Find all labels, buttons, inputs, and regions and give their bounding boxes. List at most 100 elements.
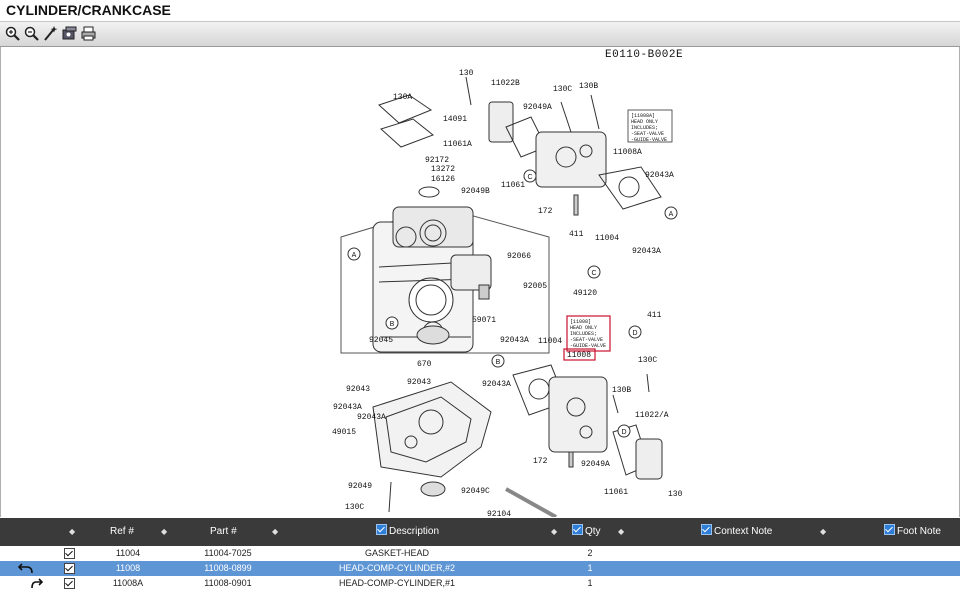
- callout-label[interactable]: 92045: [369, 336, 393, 345]
- undo-arrow-icon[interactable]: [18, 562, 34, 575]
- note-a-line: -GUIDE-VALVE: [631, 137, 667, 143]
- svg-text:C: C: [591, 270, 596, 277]
- svg-text:A: A: [352, 252, 357, 259]
- col-part[interactable]: Part #: [210, 526, 237, 537]
- callout-label[interactable]: 92066: [507, 252, 531, 261]
- callout-label[interactable]: 130: [459, 69, 474, 78]
- callout-label[interactable]: 130: [668, 490, 683, 499]
- callout-label[interactable]: 92049C: [461, 487, 490, 496]
- callout-label[interactable]: 130B: [579, 82, 598, 91]
- wand-icon[interactable]: [42, 25, 59, 42]
- svg-text:A: A: [669, 211, 674, 218]
- callout-label[interactable]: 49120: [573, 289, 597, 298]
- row-checkbox[interactable]: [64, 563, 75, 574]
- column-visible-checkbox[interactable]: [376, 524, 387, 535]
- callout-label[interactable]: 11022B: [491, 79, 520, 88]
- marker-c: C: [587, 265, 601, 279]
- note-a-line: INCLUDES;: [631, 125, 658, 131]
- print-icon[interactable]: [80, 25, 97, 42]
- callout-label[interactable]: 92043A: [482, 380, 511, 389]
- callout-label[interactable]: 11008A: [613, 148, 642, 157]
- callout-label[interactable]: 92049B: [461, 187, 490, 196]
- callout-label[interactable]: 92005: [523, 282, 547, 291]
- callout-label[interactable]: 49015: [332, 428, 356, 437]
- callout-label[interactable]: 411: [647, 311, 662, 320]
- callout-label[interactable]: 11004: [538, 337, 562, 346]
- cell-ref: 11004: [115, 548, 141, 558]
- row-checkbox[interactable]: [64, 578, 75, 589]
- column-visible-checkbox[interactable]: [701, 524, 712, 535]
- callout-label[interactable]: 130A: [393, 93, 412, 102]
- toolbar: [0, 22, 960, 47]
- zoom-in-icon[interactable]: [4, 25, 21, 42]
- callout-label[interactable]: 11061: [501, 181, 525, 190]
- sort-icon[interactable]: ◆: [161, 527, 168, 536]
- callout-label[interactable]: 14091: [443, 115, 467, 124]
- sort-icon[interactable]: ◆: [272, 527, 279, 536]
- row-checkbox[interactable]: [64, 548, 75, 559]
- callout-label[interactable]: 92043A: [357, 413, 386, 422]
- cell-qty: 2: [587, 548, 593, 558]
- callout-label[interactable]: 92043A: [632, 247, 661, 256]
- note-a-line: -SEAT-VALVE: [631, 131, 664, 137]
- callout-label[interactable]: 172: [538, 207, 553, 216]
- col-qty[interactable]: Qty: [572, 518, 601, 546]
- callout-label[interactable]: 92049A: [523, 103, 552, 112]
- sort-icon[interactable]: ◆: [820, 527, 827, 536]
- column-visible-checkbox[interactable]: [884, 524, 895, 535]
- zoom-out-icon[interactable]: [23, 25, 40, 42]
- callout-label[interactable]: 92043A: [645, 171, 674, 180]
- callout-label[interactable]: 130C: [553, 85, 572, 94]
- callout-label[interactable]: 92043A: [500, 336, 529, 345]
- sort-icon[interactable]: ◆: [551, 527, 558, 536]
- callout-label[interactable]: 11004: [595, 234, 619, 243]
- callout-label[interactable]: 92043A: [333, 403, 362, 412]
- callout-label[interactable]: 130C: [345, 503, 364, 512]
- marker-a: A: [347, 247, 361, 261]
- svg-text:B: B: [496, 359, 501, 366]
- note-a-line: HEAD ONLY: [631, 119, 658, 125]
- callout-label[interactable]: 92049: [348, 482, 372, 491]
- parts-diagram[interactable]: E0110-B002E: [0, 47, 960, 517]
- callout-label[interactable]: 92104: [487, 510, 511, 517]
- title-bar: CYLINDER/CRANKCASE: [0, 0, 960, 22]
- callout-label[interactable]: 13272: [431, 165, 455, 174]
- sort-icon[interactable]: ◆: [69, 527, 76, 536]
- col-foot-note[interactable]: Foot Note: [884, 518, 941, 546]
- fit-icon[interactable]: [61, 25, 78, 42]
- callout-label[interactable]: 11061A: [443, 140, 472, 149]
- col-ref[interactable]: Ref #: [110, 526, 134, 537]
- callout-label[interactable]: 172: [533, 457, 548, 466]
- callout-label[interactable]: 16126: [431, 175, 455, 184]
- table-row-selected[interactable]: 11008 11008-0899 HEAD-COMP-CYLINDER,#2 1: [0, 561, 960, 576]
- callout-label[interactable]: 130C: [638, 356, 657, 365]
- callout-label[interactable]: 11008: [567, 351, 591, 360]
- callout-label[interactable]: 92049A: [581, 460, 610, 469]
- callout-label[interactable]: 92043: [407, 378, 431, 387]
- column-visible-checkbox[interactable]: [572, 524, 583, 535]
- callout-label[interactable]: 59071: [472, 316, 496, 325]
- callout-label[interactable]: 11061: [604, 488, 628, 497]
- cell-qty: 1: [587, 578, 593, 588]
- table-row[interactable]: 11008A 11008-0901 HEAD-COMP-CYLINDER,#1 …: [0, 576, 960, 591]
- callout-label[interactable]: 411: [569, 230, 584, 239]
- callout-label[interactable]: 11022/A: [635, 411, 669, 420]
- col-description[interactable]: Description: [376, 518, 439, 546]
- callout-label[interactable]: 92043: [346, 385, 370, 394]
- svg-text:C: C: [527, 174, 532, 181]
- svg-text:D: D: [621, 429, 626, 436]
- callout-label[interactable]: 670: [417, 360, 432, 369]
- marker-a: A: [664, 206, 678, 220]
- col-context-note[interactable]: Context Note: [701, 518, 772, 546]
- marker-d: D: [628, 325, 642, 339]
- redo-arrow-icon[interactable]: [30, 577, 46, 590]
- sort-icon[interactable]: ◆: [618, 527, 625, 536]
- callout-label[interactable]: 130B: [612, 386, 631, 395]
- callout-label[interactable]: 92172: [425, 156, 449, 165]
- note-b-line: -GUIDE-VALVE: [570, 343, 606, 349]
- note-a-line: [11008A]: [631, 113, 655, 119]
- note-b-line: -SEAT-VALVE: [570, 337, 603, 343]
- note-b-line: HEAD ONLY: [570, 325, 597, 331]
- table-row[interactable]: 11004 11004-7025 GASKET-HEAD 2: [0, 546, 960, 561]
- marker-d: D: [617, 424, 631, 438]
